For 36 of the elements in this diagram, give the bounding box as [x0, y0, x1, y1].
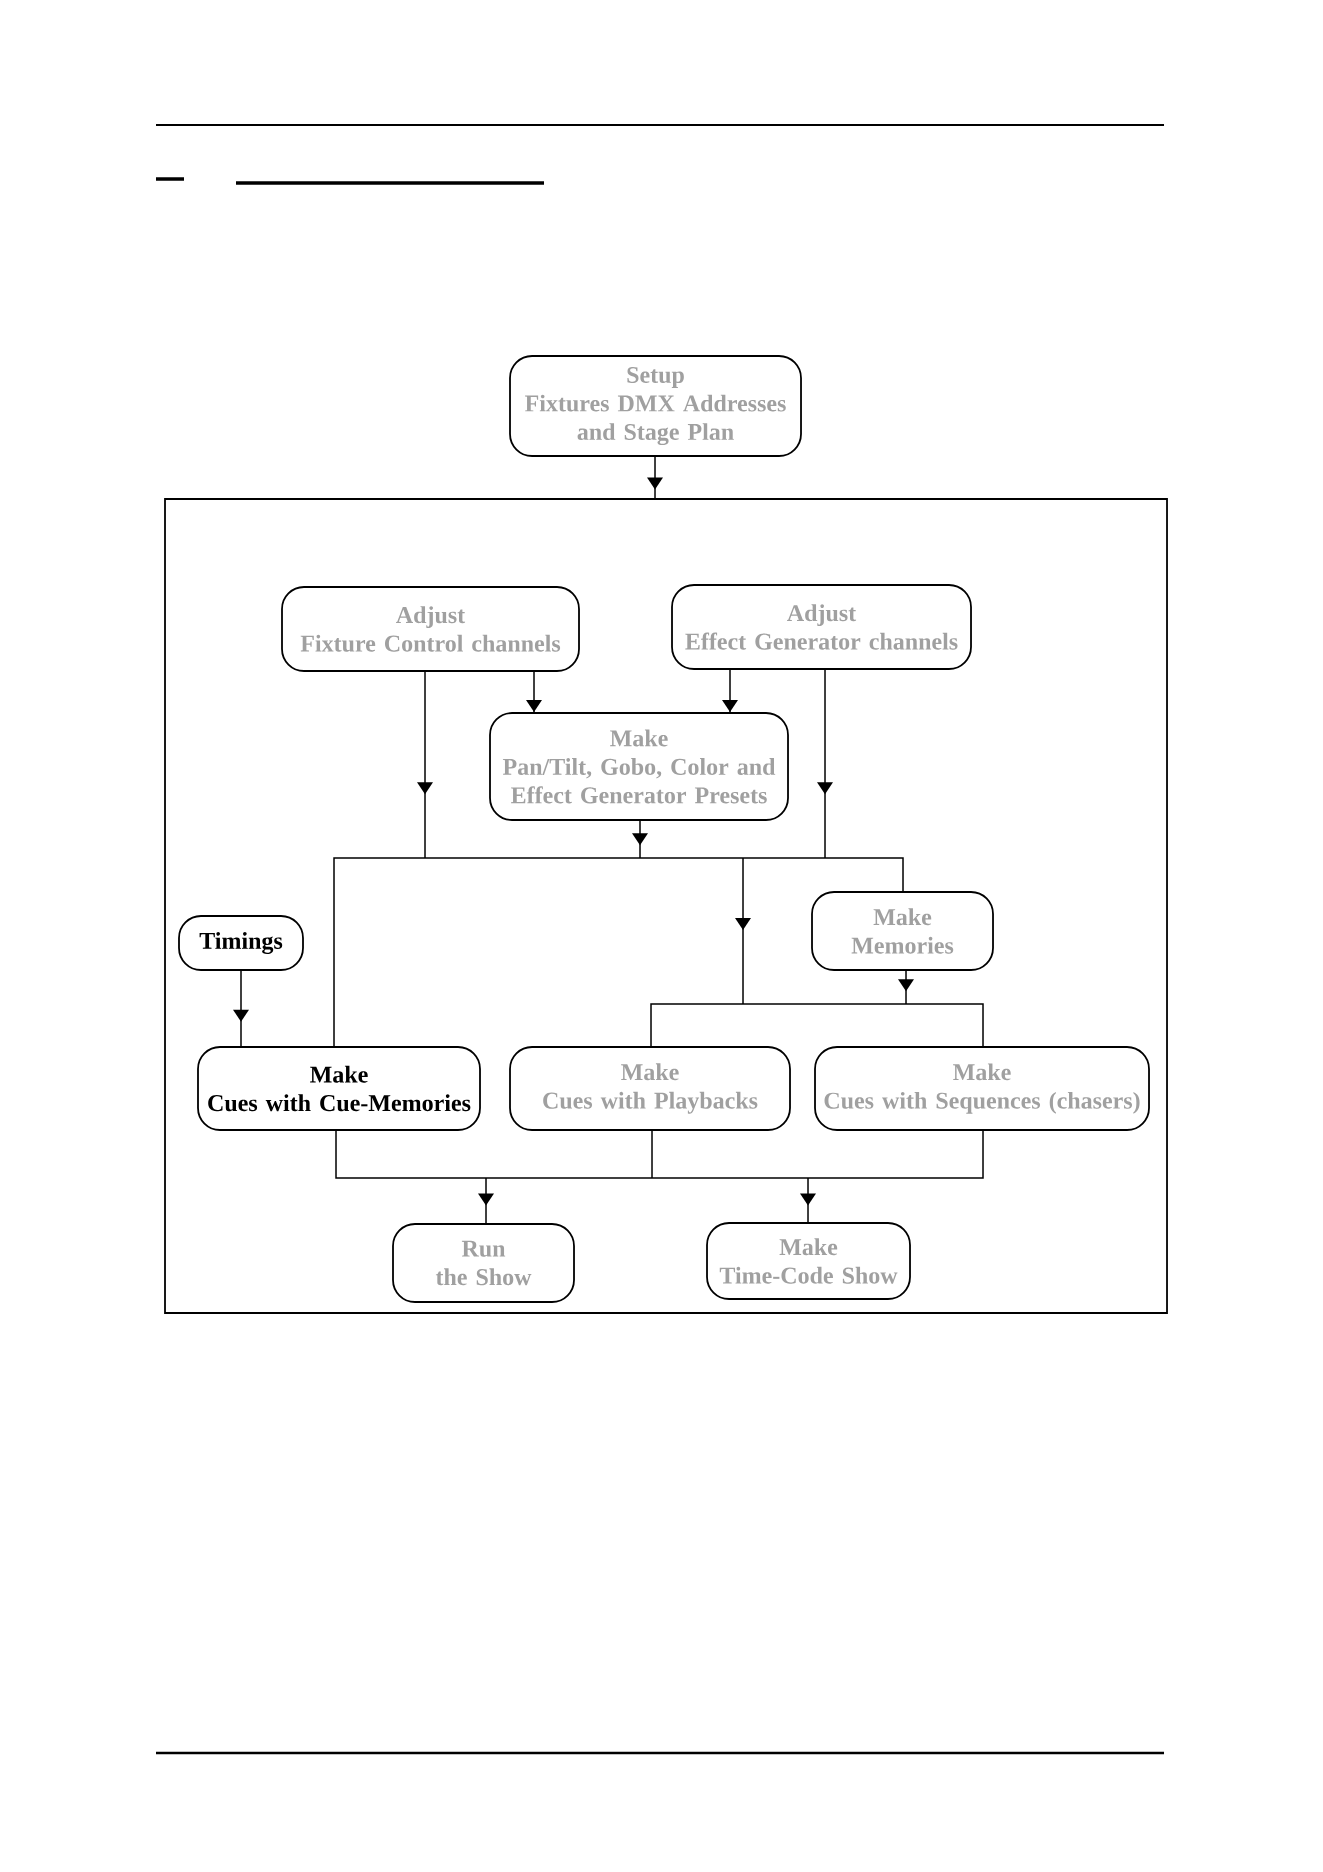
connector-line — [742, 1003, 907, 1005]
connector-line — [424, 857, 641, 859]
process-box: Make Time-Code Show — [706, 1222, 911, 1300]
arrow — [526, 671, 542, 713]
connector-line — [905, 1003, 984, 1047]
connector-line — [650, 1003, 744, 1047]
group-frame — [164, 498, 1168, 1314]
process-box: Make Pan/Tilt, Gobo, Color and Effect Generator Presets — [489, 712, 789, 821]
process-box: Make Cues with Sequences (chasers) — [814, 1046, 1150, 1131]
arrow — [800, 1177, 816, 1223]
arrow — [817, 669, 833, 859]
arrow — [417, 671, 433, 859]
arrow — [233, 970, 249, 1047]
connector-line — [651, 1177, 809, 1179]
arrow — [478, 1177, 494, 1224]
process-box: Timings — [178, 915, 304, 971]
connector-line — [651, 1130, 653, 1179]
arrow — [735, 857, 751, 1005]
process-box: Setup Fixtures DMX Addresses and Stage Plan — [509, 355, 802, 457]
connector-line — [807, 1130, 984, 1179]
arrow — [632, 820, 648, 859]
arrow — [898, 970, 914, 1005]
connector-line — [639, 857, 744, 859]
process-box: Make Memories — [811, 891, 994, 971]
arrow — [647, 456, 663, 499]
connector-line — [485, 1177, 653, 1179]
connector-line — [742, 857, 826, 859]
process-box: Adjust Effect Generator channels — [671, 584, 972, 670]
process-box: Make Cues with Playbacks — [509, 1046, 791, 1131]
connector-line — [824, 857, 904, 892]
process-box: Run the Show — [392, 1223, 575, 1303]
connector-line — [335, 1130, 487, 1179]
process-box: Make Cues with Cue-Memories — [197, 1046, 481, 1131]
process-box: Adjust Fixture Control channels — [281, 586, 580, 672]
arrow — [722, 669, 738, 713]
connector-line — [333, 857, 426, 1047]
